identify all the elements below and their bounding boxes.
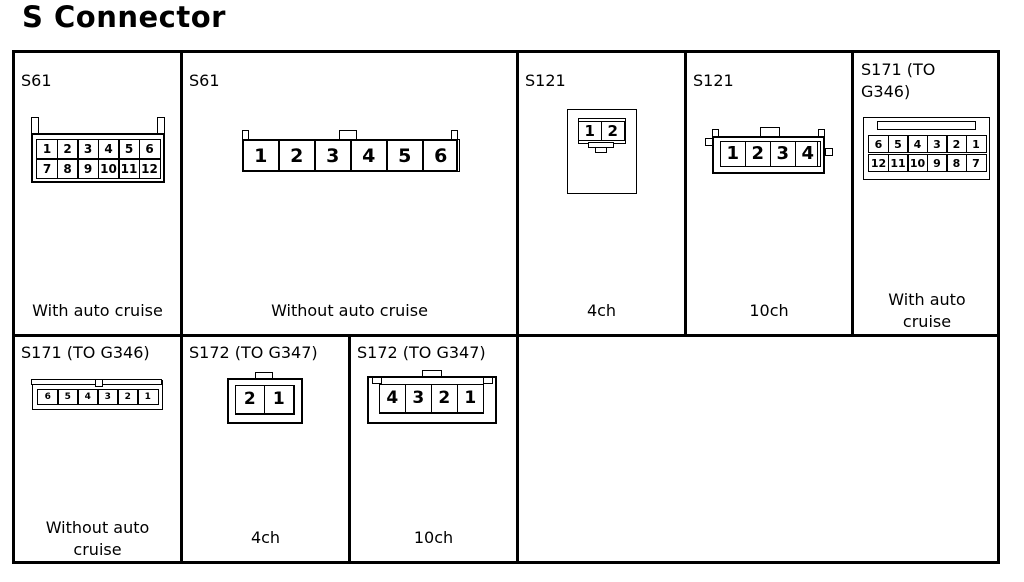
connector-pin: 4 bbox=[907, 135, 928, 153]
connector-pin: 2 bbox=[430, 383, 458, 413]
connector-caption: 4ch bbox=[586, 301, 617, 320]
connector-pin: 7 bbox=[965, 154, 987, 172]
connector-id: S61 bbox=[21, 71, 52, 90]
connector-caption: With auto cruise bbox=[888, 290, 966, 331]
connector-pin: 10 bbox=[97, 159, 120, 179]
connector-pin: 2 bbox=[56, 139, 79, 159]
connector-pin: 2 bbox=[117, 389, 139, 405]
connector-pin: 4 bbox=[97, 139, 120, 159]
connector-pin: 1 bbox=[263, 384, 294, 414]
connector-pin: 4 bbox=[77, 389, 99, 405]
connector-pin: 1 bbox=[137, 389, 159, 405]
connector-pin: 10 bbox=[907, 154, 928, 172]
connector-pin: 1 bbox=[456, 383, 484, 413]
connector-pin: 2 bbox=[744, 140, 771, 167]
connector-pin: 9 bbox=[926, 154, 948, 172]
connector-pin: 4 bbox=[794, 140, 821, 167]
connector-pin: 3 bbox=[314, 139, 352, 172]
connector-pin: 6 bbox=[868, 135, 889, 153]
connector-pin: 2 bbox=[278, 139, 316, 172]
connector-pin: 7 bbox=[36, 159, 58, 179]
connector-id: S171 (TO G346) bbox=[21, 343, 150, 362]
connector-caption: Without auto cruise bbox=[271, 301, 428, 320]
connector-pin: 6 bbox=[138, 139, 161, 159]
connector-pin: 5 bbox=[57, 389, 79, 405]
connector-pin: 12 bbox=[868, 154, 889, 172]
connector-pin: 11 bbox=[118, 159, 140, 179]
connector-pin: 4 bbox=[350, 139, 388, 172]
connector-pin: 4 bbox=[378, 383, 406, 413]
connector-id: S61 bbox=[189, 71, 220, 90]
connector-pin: 11 bbox=[887, 154, 909, 172]
connector-pin: 5 bbox=[118, 139, 140, 159]
connector-pin: 5 bbox=[887, 135, 909, 153]
connector-id: S171 (TO G346) bbox=[861, 60, 936, 101]
connector-pin: 1 bbox=[577, 121, 602, 141]
connector-pin: 3 bbox=[926, 135, 948, 153]
connector-pin: 3 bbox=[97, 389, 119, 405]
connector-pin: 1 bbox=[242, 139, 280, 172]
connector-caption: 4ch bbox=[250, 528, 281, 547]
connector-pin: 5 bbox=[386, 139, 424, 172]
connector-pin: 9 bbox=[77, 159, 99, 179]
connector-caption: With auto cruise bbox=[32, 301, 163, 320]
connector-caption: 10ch bbox=[413, 528, 454, 547]
connector-pin: 12 bbox=[138, 159, 161, 179]
page-title: S Connector bbox=[22, 0, 226, 34]
connector-pin: 1 bbox=[965, 135, 987, 153]
connector-caption: Without auto cruise bbox=[45, 518, 150, 559]
connector-pin: 2 bbox=[946, 135, 967, 153]
connector-pin: 2 bbox=[234, 384, 265, 414]
connector-pin: 3 bbox=[404, 383, 432, 413]
connector-pin: 3 bbox=[77, 139, 99, 159]
connector-pin: 2 bbox=[600, 121, 625, 141]
connector-pin: 8 bbox=[946, 154, 967, 172]
connector-pin: 6 bbox=[37, 389, 59, 405]
connector-pin: 1 bbox=[719, 140, 746, 167]
connector-pin: 6 bbox=[422, 139, 460, 172]
connector-pin: 1 bbox=[36, 139, 58, 159]
connector-id: S121 bbox=[693, 71, 734, 90]
connector-id: S172 (TO G347) bbox=[357, 343, 486, 362]
connector-pin: 8 bbox=[56, 159, 79, 179]
connector-pin: 3 bbox=[769, 140, 796, 167]
connector-id: S121 bbox=[525, 71, 566, 90]
connector-id: S172 (TO G347) bbox=[189, 343, 318, 362]
connector-caption: 10ch bbox=[749, 301, 789, 320]
